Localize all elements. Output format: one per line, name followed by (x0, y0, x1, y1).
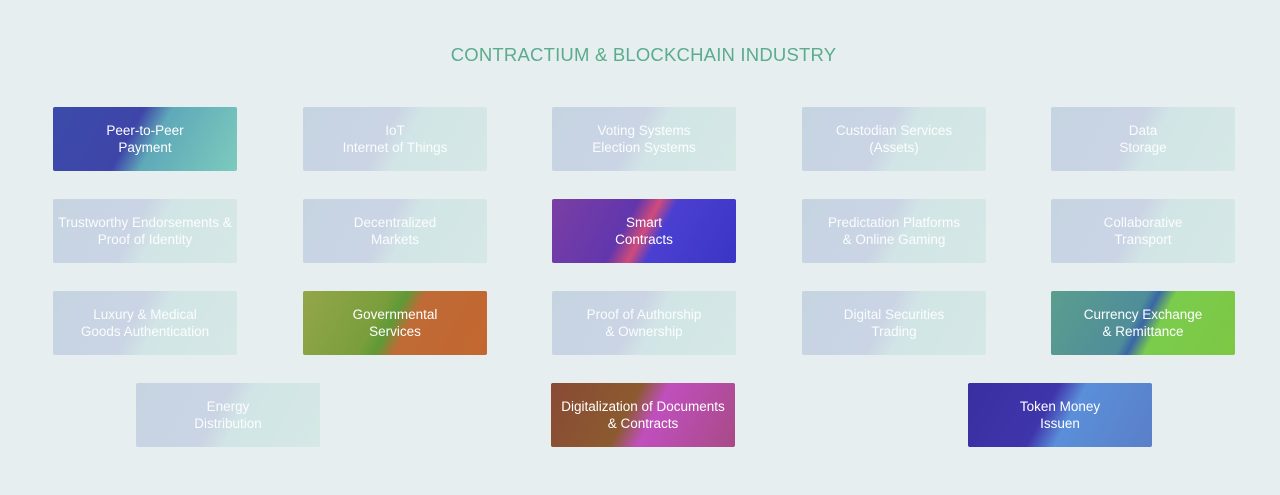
tile-proof-of-authorship[interactable]: Proof of Authorship & Ownership (552, 291, 736, 355)
tile-trustworthy-endorsements[interactable]: Trustworthy Endorsements & Proof of Iden… (53, 199, 237, 263)
tile-smart-contracts[interactable]: Smart Contracts (552, 199, 736, 263)
tile-iot[interactable]: IoT Internet of Things (303, 107, 487, 171)
tile-custodian-services[interactable]: Custodian Services (Assets) (802, 107, 986, 171)
tile-label: Predictation Platforms & Online Gaming (827, 215, 961, 247)
tile-digital-securities-trading[interactable]: Digital Securities Trading (802, 291, 986, 355)
tile-digitalization-of-documents[interactable]: Digitalization of Documents & Contracts (551, 383, 735, 447)
tile-label: Digitalization of Documents & Contracts (561, 399, 725, 431)
tile-energy-distribution[interactable]: Energy Distribution (136, 383, 320, 447)
tile-label: Governmental Services (352, 307, 438, 339)
tile-label: Voting Systems Election Systems (592, 123, 696, 155)
tile-label: Proof of Authorship & Ownership (586, 307, 702, 339)
tile-collaborative-transport[interactable]: Collaborative Transport (1051, 199, 1235, 263)
tile-label: Digital Securities Trading (843, 307, 945, 339)
tile-label: Decentralized Markets (353, 215, 437, 247)
tile-token-money-issuen[interactable]: Token Money Issuen (968, 383, 1152, 447)
tile-predictation-platforms[interactable]: Predictation Platforms & Online Gaming (802, 199, 986, 263)
tile-voting-systems[interactable]: Voting Systems Election Systems (552, 107, 736, 171)
tile-label: Token Money Issuen (1019, 399, 1101, 431)
tile-governmental-services[interactable]: Governmental Services (303, 291, 487, 355)
tile-label: IoT Internet of Things (342, 123, 448, 155)
tile-peer-to-peer-payment[interactable]: Peer-to-Peer Payment (53, 107, 237, 171)
tile-label: Data Storage (1119, 123, 1167, 155)
tile-label: Peer-to-Peer Payment (106, 123, 184, 155)
tile-label: Currency Exchange & Remittance (1083, 307, 1203, 339)
page-title: CONTRACTIUM & BLOCKCHAIN INDUSTRY (450, 44, 837, 65)
tile-label: Trustworthy Endorsements & Proof of Iden… (58, 215, 232, 247)
tile-label: Energy Distribution (194, 399, 262, 431)
tile-label: Custodian Services (Assets) (835, 123, 953, 155)
tile-label: Collaborative Transport (1103, 215, 1183, 247)
tile-data-storage[interactable]: Data Storage (1051, 107, 1235, 171)
tile-currency-exchange[interactable]: Currency Exchange & Remittance (1051, 291, 1235, 355)
tile-decentralized-markets[interactable]: Decentralized Markets (303, 199, 487, 263)
tile-luxury-medical-goods[interactable]: Luxury & Medical Goods Authentication (53, 291, 237, 355)
tile-label: Luxury & Medical Goods Authentication (80, 307, 210, 339)
tile-label: Smart Contracts (615, 215, 673, 247)
